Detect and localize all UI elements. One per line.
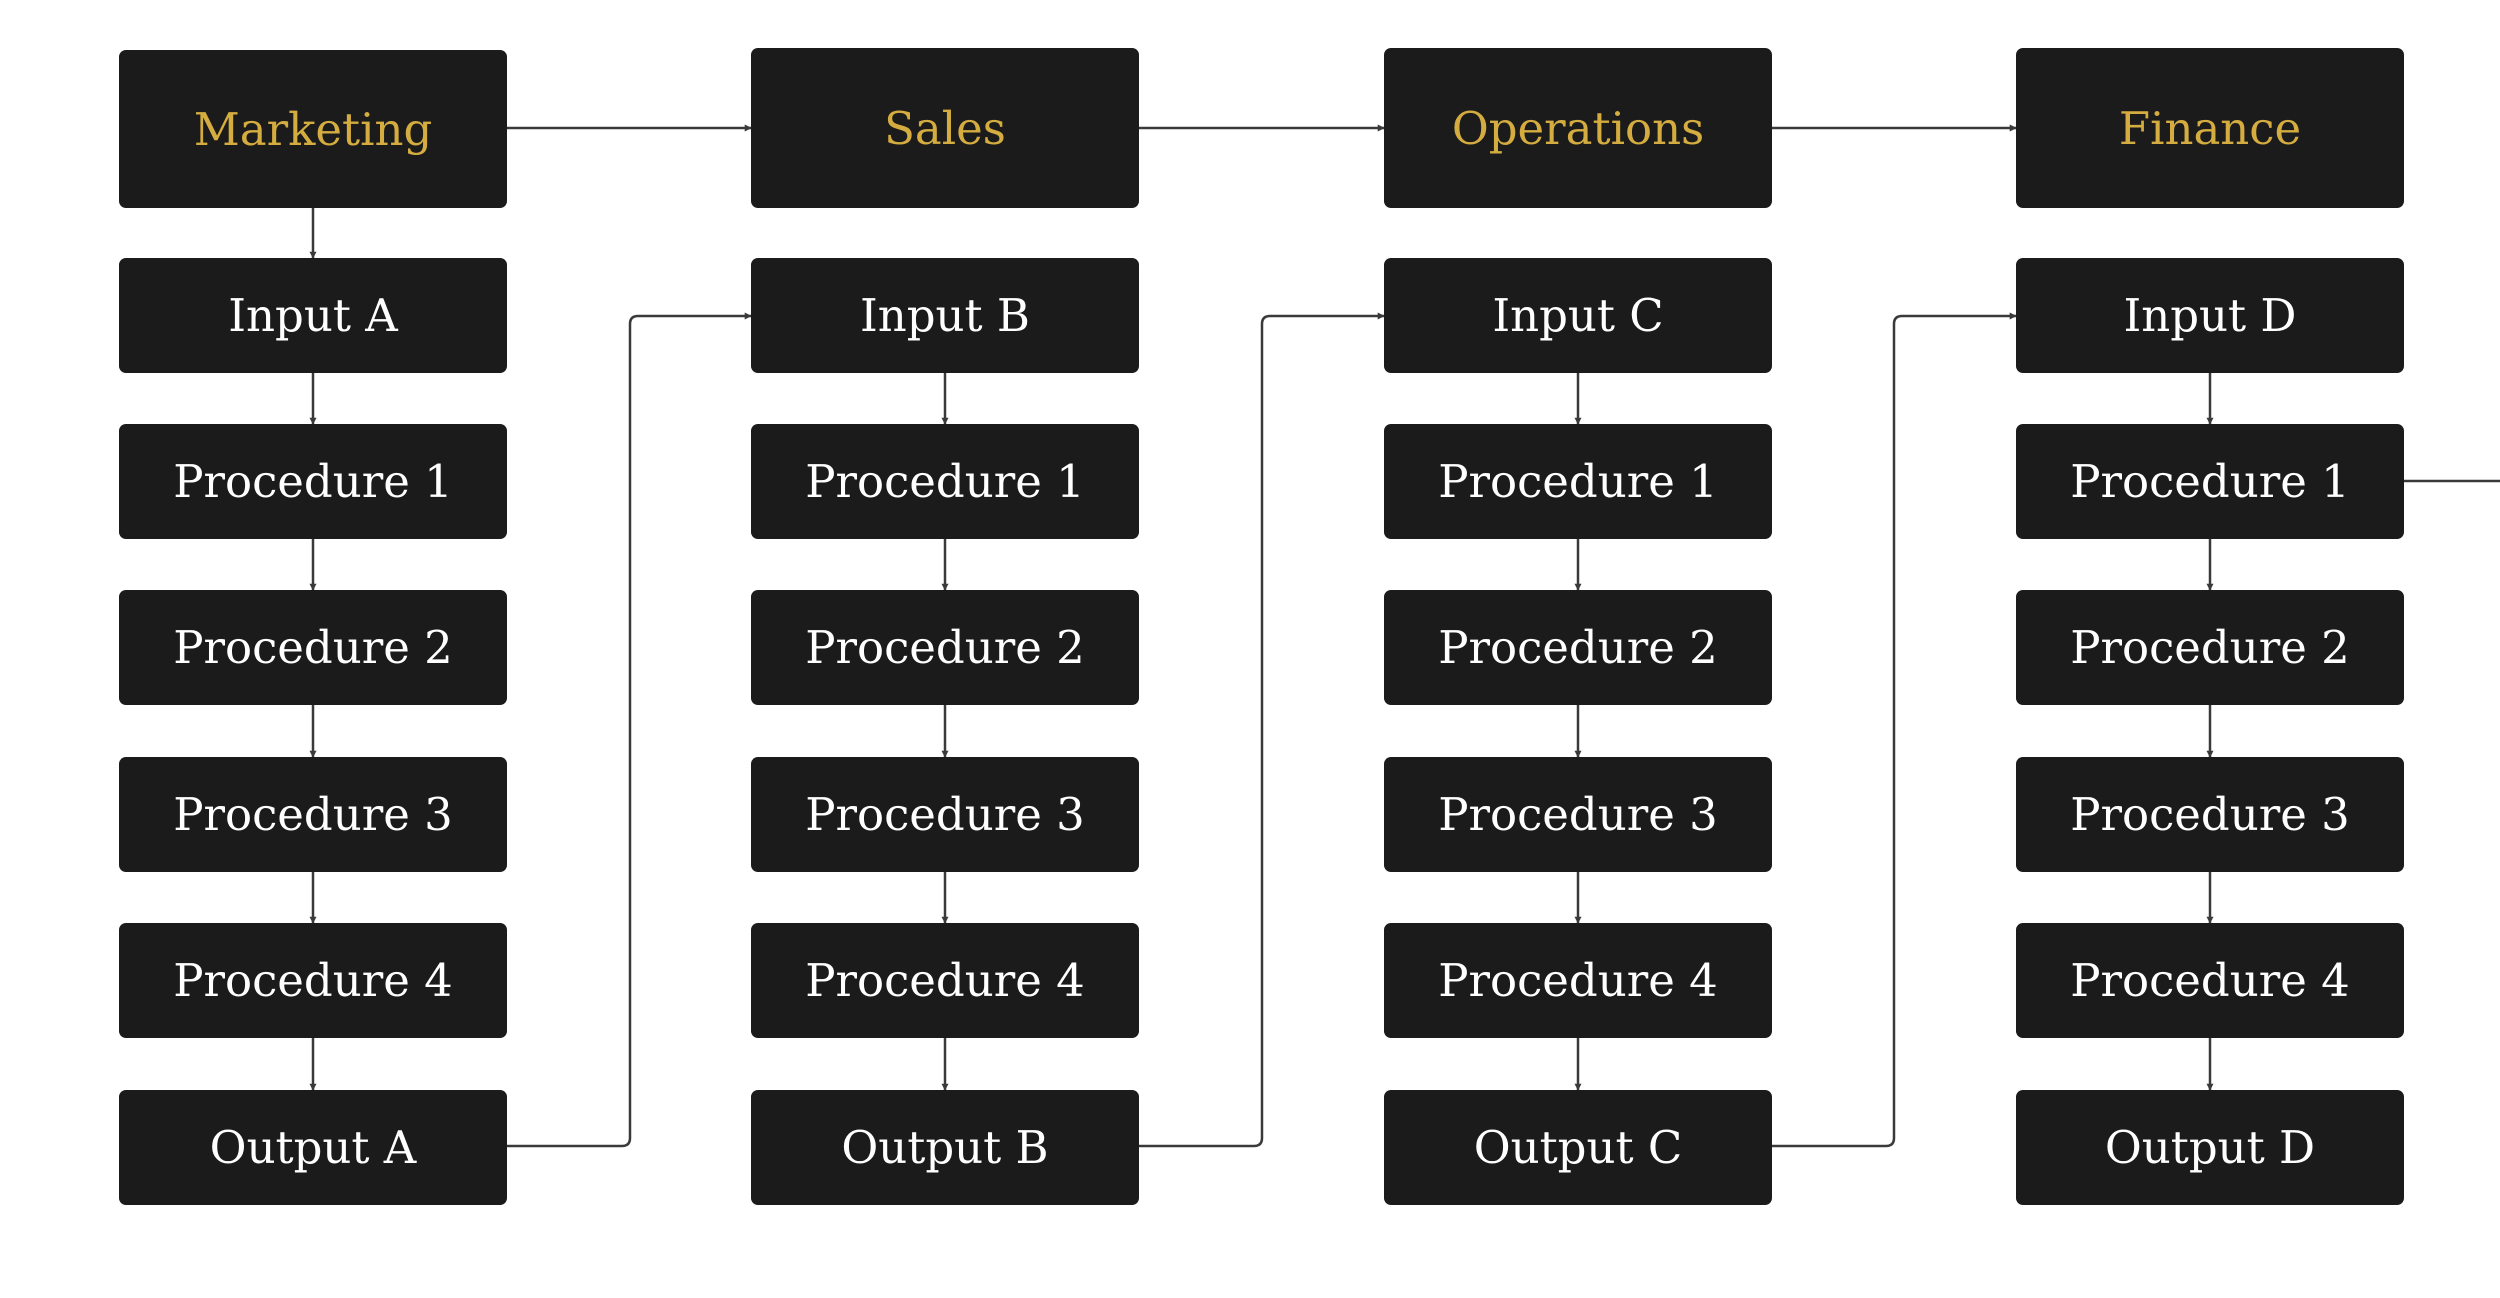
step-output-a[interactable]: Output A xyxy=(119,1090,507,1205)
connector-output-b-to-input-c xyxy=(1139,312,1385,1148)
step-input-c[interactable]: Input C xyxy=(1384,258,1772,373)
connector-output-c-to-input-d xyxy=(1772,312,2017,1148)
step-sales-procedure-1[interactable]: Procedure 1 xyxy=(751,424,1139,539)
step-output-c[interactable]: Output C xyxy=(1384,1090,1772,1205)
step-finance-procedure-4[interactable]: Procedure 4 xyxy=(2016,923,2404,1038)
step-marketing-procedure-1[interactable]: Procedure 1 xyxy=(119,424,507,539)
step-marketing-procedure-3[interactable]: Procedure 3 xyxy=(119,757,507,872)
step-marketing-procedure-4[interactable]: Procedure 4 xyxy=(119,923,507,1038)
department-header-marketing[interactable]: Marketing xyxy=(119,50,507,208)
step-marketing-procedure-2[interactable]: Procedure 2 xyxy=(119,590,507,705)
step-finance-procedure-1[interactable]: Procedure 1 xyxy=(2016,424,2404,539)
step-output-b[interactable]: Output B xyxy=(751,1090,1139,1205)
step-operations-procedure-2[interactable]: Procedure 2 xyxy=(1384,590,1772,705)
step-sales-procedure-4[interactable]: Procedure 4 xyxy=(751,923,1139,1038)
step-input-d[interactable]: Input D xyxy=(2016,258,2404,373)
step-input-a[interactable]: Input A xyxy=(119,258,507,373)
step-output-d[interactable]: Output D xyxy=(2016,1090,2404,1205)
step-operations-procedure-4[interactable]: Procedure 4 xyxy=(1384,923,1772,1038)
connector-output-a-to-input-b xyxy=(507,312,752,1148)
step-finance-procedure-3[interactable]: Procedure 3 xyxy=(2016,757,2404,872)
step-operations-procedure-3[interactable]: Procedure 3 xyxy=(1384,757,1772,872)
department-header-sales[interactable]: Sales xyxy=(751,48,1139,208)
step-sales-procedure-2[interactable]: Procedure 2 xyxy=(751,590,1139,705)
department-header-operations[interactable]: Operations xyxy=(1384,48,1772,208)
step-input-b[interactable]: Input B xyxy=(751,258,1139,373)
department-header-finance[interactable]: Finance xyxy=(2016,48,2404,208)
step-sales-procedure-3[interactable]: Procedure 3 xyxy=(751,757,1139,872)
step-finance-procedure-2[interactable]: Procedure 2 xyxy=(2016,590,2404,705)
step-operations-procedure-1[interactable]: Procedure 1 xyxy=(1384,424,1772,539)
